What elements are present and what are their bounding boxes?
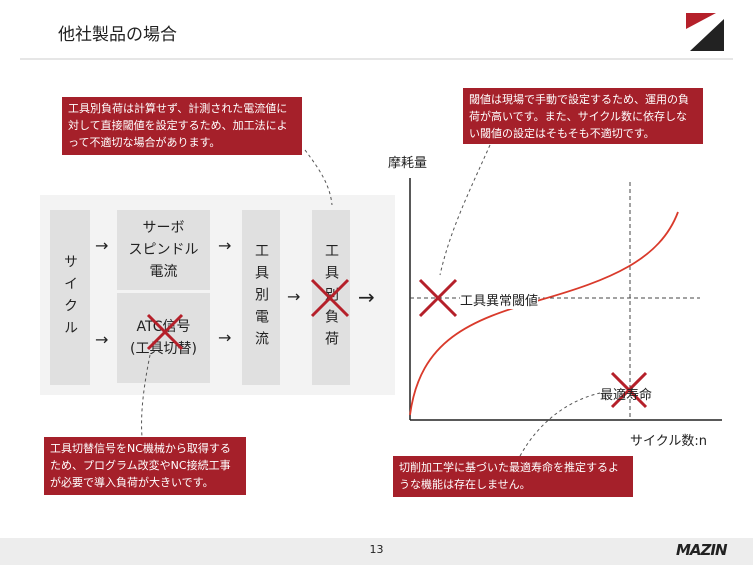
- threshold-label: 工具異常閾値: [460, 290, 539, 309]
- arrow-icon: →: [218, 328, 232, 347]
- cross-icon: [146, 313, 184, 351]
- arrow-icon: →: [95, 330, 109, 349]
- footer: [0, 538, 753, 565]
- arrow-icon: →: [358, 285, 375, 309]
- arrow-icon: →: [95, 236, 109, 255]
- atc-signal-box: ATC信号 (工具切替): [117, 293, 210, 383]
- x-axis-label: サイクル数:n: [630, 434, 707, 449]
- page-title: 他社製品の場合: [58, 25, 177, 45]
- callout-optimal-life: 切削加工学に基づいた最適寿命を推定するような機能は存在しません。: [393, 456, 633, 497]
- cross-icon: [418, 278, 458, 318]
- page-number: 13: [369, 543, 384, 556]
- callout-leaders: [141, 144, 601, 457]
- callout-tool-load: 工具別負荷は計算せず、計測された電流値に対して直接閾値を設定するため、加工法によ…: [62, 97, 302, 155]
- callout-atc: 工具切替信号をNC機械から取得するため、プログラム改変やNC接続工事が必要で導入…: [44, 437, 246, 495]
- y-axis-label: 摩耗量: [388, 156, 428, 171]
- servo-current-box: サーボ スピンドル 電流: [117, 210, 210, 290]
- arrow-icon: →: [287, 287, 301, 306]
- company-logo-mark: [686, 13, 724, 51]
- tool-current-box: 工具別電流: [242, 210, 280, 385]
- cross-icon: [310, 278, 350, 318]
- callout-threshold: 閾値は現場で手動で設定するため、運用の負荷が高いです。また、サイクル数に依存しな…: [463, 88, 703, 144]
- arrow-icon: →: [218, 236, 232, 255]
- footer-logo: MAZIN: [676, 541, 728, 559]
- optimal-life-label: 最適寿命: [600, 388, 653, 403]
- cycle-box: サイクル: [50, 210, 90, 385]
- wear-curve: [409, 211, 679, 416]
- header-divider: [20, 58, 733, 60]
- cross-icon: [610, 371, 648, 409]
